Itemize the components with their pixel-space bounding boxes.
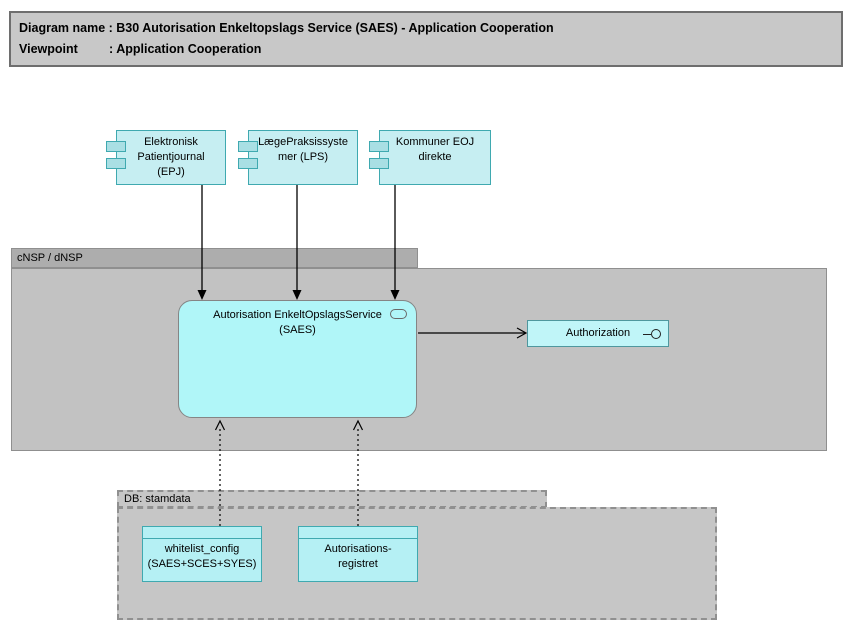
application-service-icon <box>390 309 407 319</box>
group-cnsp-dnsp-tab[interactable]: cNSP / dNSP <box>11 248 418 268</box>
component-label: Kommuner EOJ direkte <box>395 136 475 163</box>
data-object-label: Autorisations- registret <box>324 543 392 570</box>
title-block: Diagram name : B30 Autorisation Enkeltop… <box>9 11 843 67</box>
object-header-strip <box>143 527 261 539</box>
object-header-strip <box>299 527 417 539</box>
viewpoint-line: Viewpoint : Application Cooperation <box>19 42 262 56</box>
group-db-stamdata-tab[interactable]: DB: stamdata <box>117 490 547 508</box>
component-port-icon <box>369 158 389 169</box>
interface-lollipop-icon <box>643 329 661 340</box>
group-cnsp-dnsp-body[interactable] <box>11 268 827 451</box>
component-port-icon <box>369 141 389 152</box>
data-object-whitelist-config[interactable]: whitelist_config (SAES+SCES+SYES) <box>142 526 262 582</box>
component-lps[interactable]: LægePraksissyste mer (LPS) <box>238 130 358 185</box>
interface-label: Authorization <box>565 327 631 339</box>
component-kommuner-eoj[interactable]: Kommuner EOJ direkte <box>369 130 491 185</box>
component-port-icon <box>106 158 126 169</box>
diagram-name-line: Diagram name : B30 Autorisation Enkeltop… <box>19 21 554 35</box>
component-label: LægePraksissyste mer (LPS) <box>258 136 348 163</box>
data-object-autorisationsregistret[interactable]: Autorisations- registret <box>298 526 418 582</box>
service-label: Autorisation EnkeltOpslagsService (SAES) <box>213 309 382 336</box>
component-epj[interactable]: Elektronisk Patientjournal (EPJ) <box>106 130 226 185</box>
component-port-icon <box>238 141 258 152</box>
service-saes[interactable]: Autorisation EnkeltOpslagsService (SAES) <box>178 300 417 418</box>
component-port-icon <box>238 158 258 169</box>
component-port-icon <box>106 141 126 152</box>
data-object-label: whitelist_config (SAES+SCES+SYES) <box>147 543 257 570</box>
component-label: Elektronisk Patientjournal (EPJ) <box>137 136 205 178</box>
group-label: cNSP / dNSP <box>17 252 83 264</box>
group-label: DB: stamdata <box>124 493 191 505</box>
interface-authorization[interactable]: Authorization <box>527 320 669 347</box>
